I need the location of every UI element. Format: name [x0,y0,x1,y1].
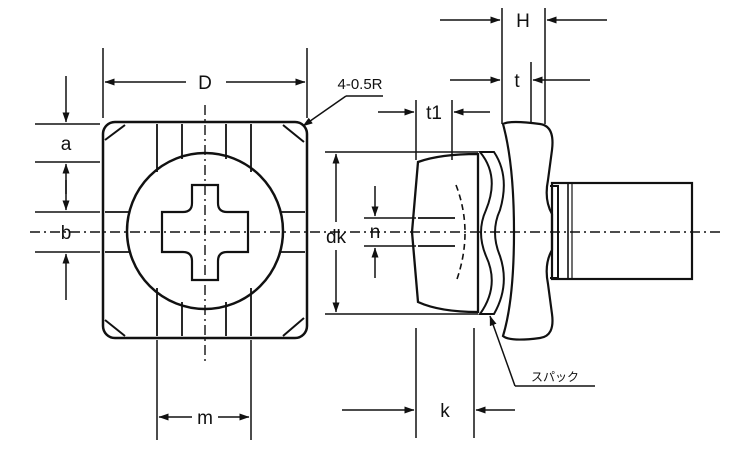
label-D: D [198,73,212,94]
washer-ribs-vertical [156,124,252,336]
dimension-lines [35,8,607,440]
washer-ribs-horizontal [105,211,305,253]
square-washer-outline [101,120,309,340]
side-view [410,120,694,341]
dimension-labels: D 4-0.5R a b m dk n t1 H t k スパック [61,11,579,429]
label-t1: t1 [426,103,442,124]
label-a: a [61,134,72,155]
recess-depth-hidden [455,184,466,283]
screw-shank [550,181,694,281]
label-t: t [514,71,520,92]
phillips-recess [160,183,250,282]
label-b: b [61,223,72,244]
square-washer-side [501,120,554,341]
front-centerlines [30,105,720,365]
label-dk: dk [326,227,347,248]
label-n: n [370,222,381,243]
label-H: H [516,11,530,32]
label-washer: スパック [531,370,579,384]
corner-chamfers [104,124,305,337]
screw-head-profile [410,152,480,314]
label-radius: 4-0.5R [337,76,382,93]
label-k: k [440,401,450,422]
label-m: m [197,408,213,429]
spring-washer [477,151,505,315]
